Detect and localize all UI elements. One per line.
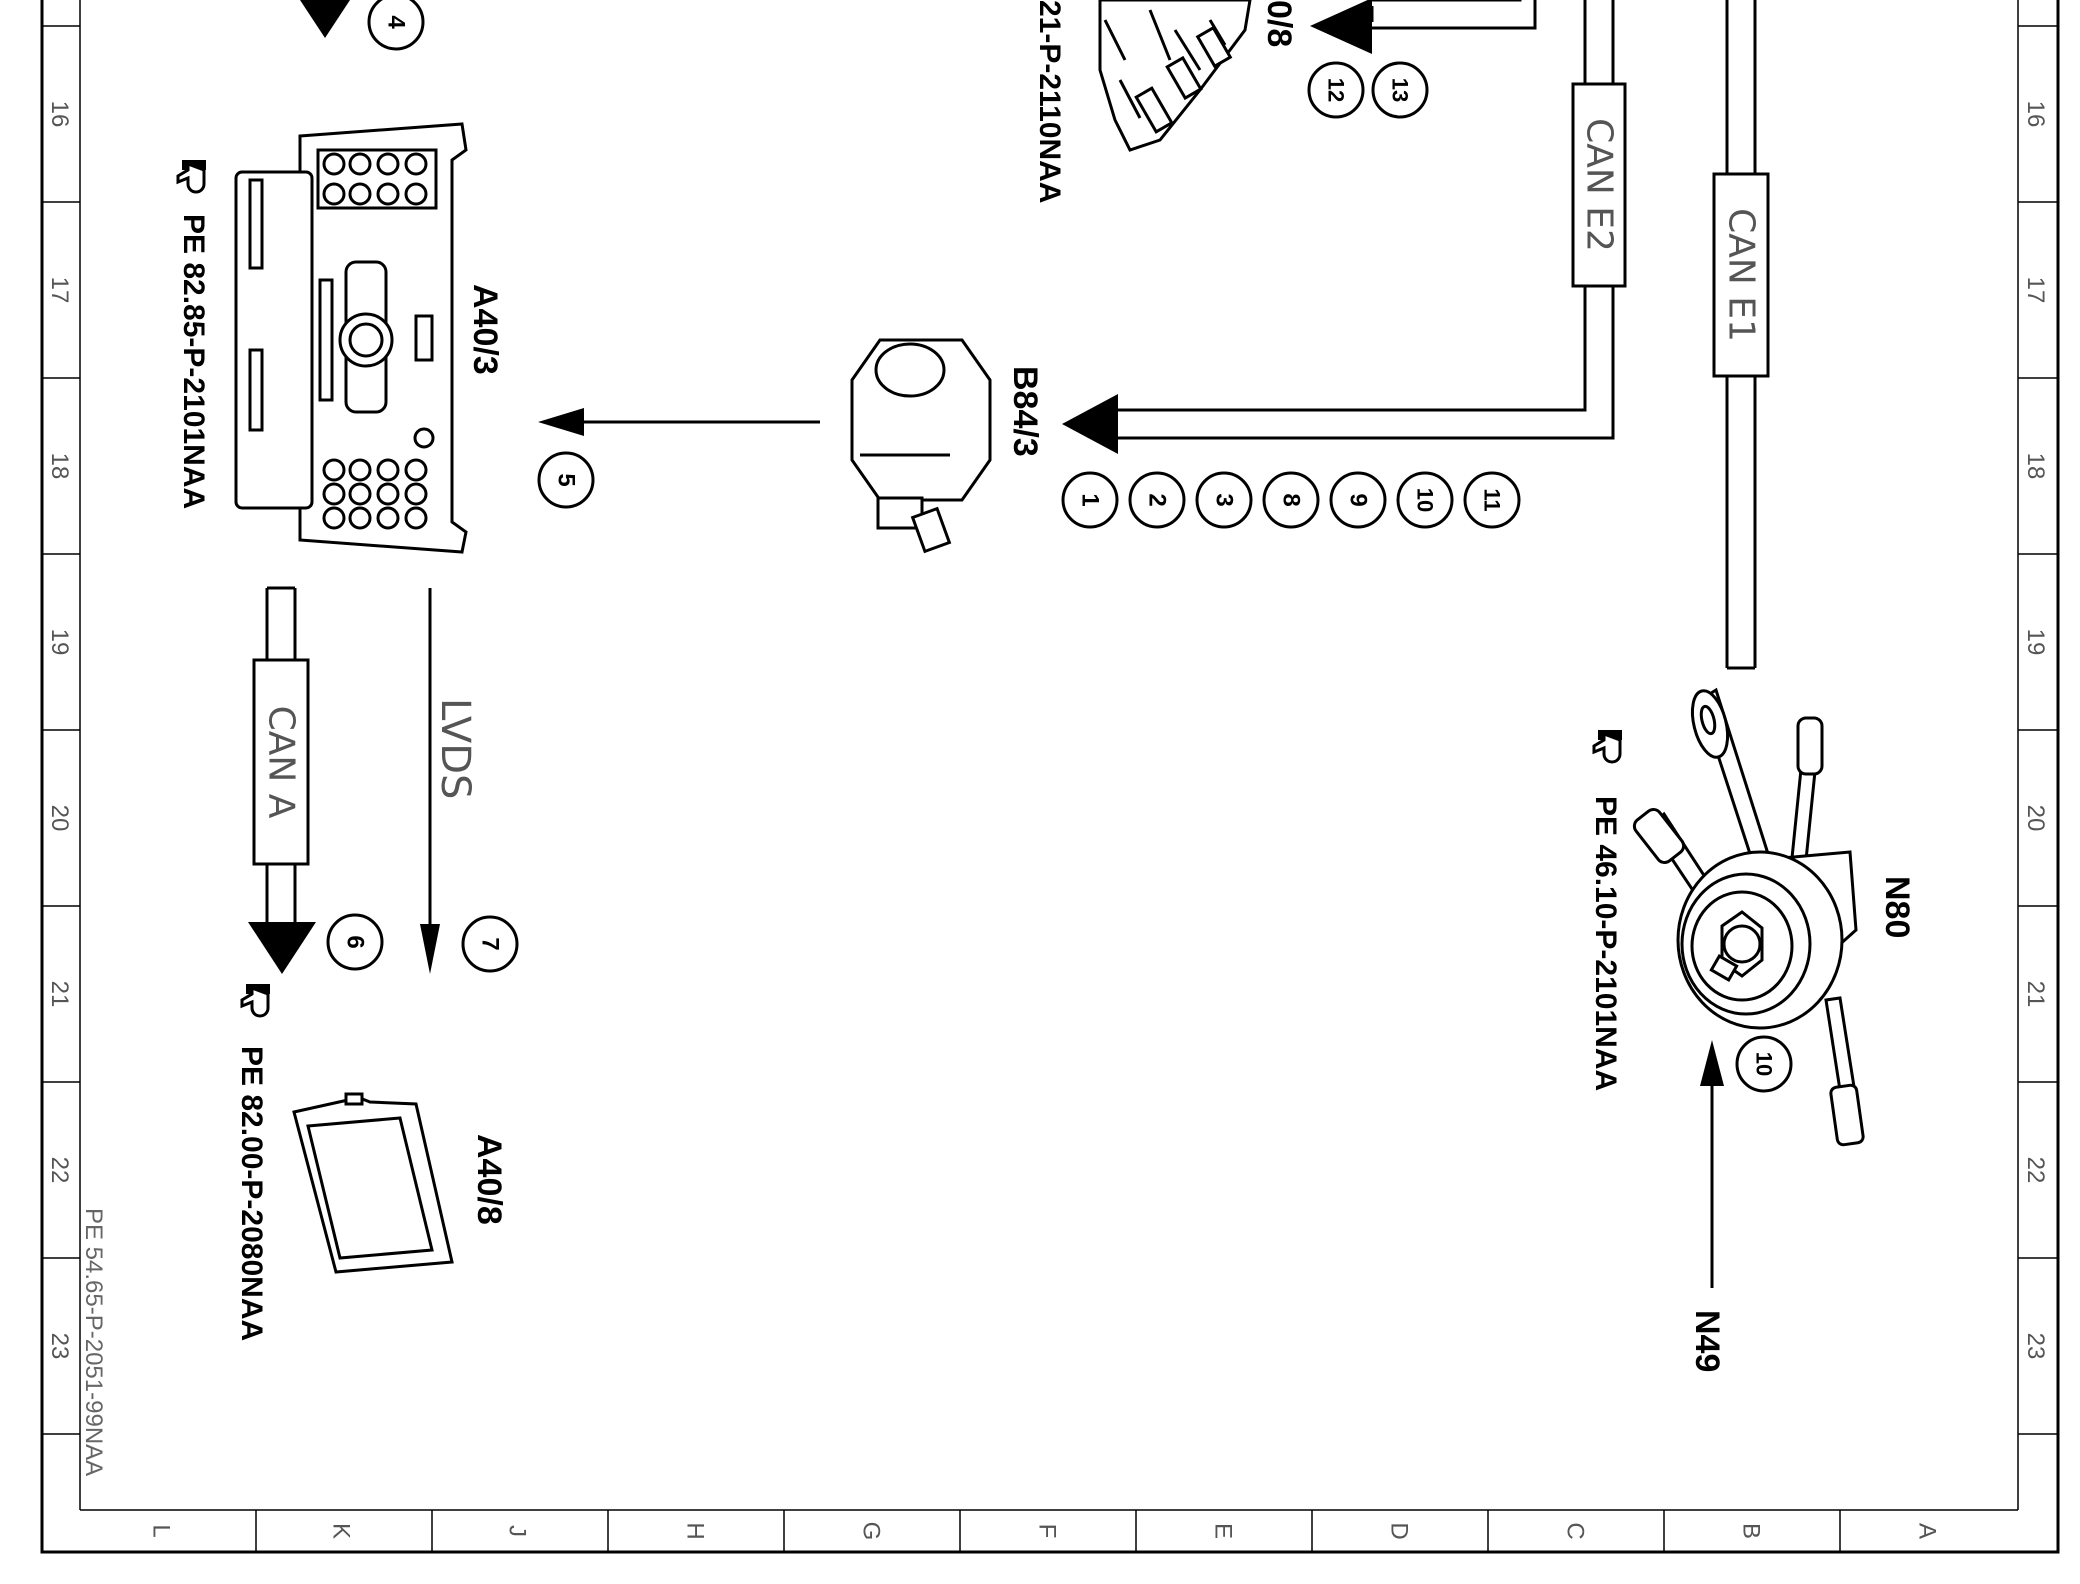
svg-text:1: 1	[1077, 493, 1104, 506]
callout-10-n80: 10	[1735, 1035, 1793, 1093]
svg-text:9: 9	[1345, 493, 1372, 506]
can-e2-label: CAN E2	[1571, 82, 1627, 288]
display-a40-8-icon	[292, 1092, 454, 1274]
svg-text:7: 7	[477, 937, 504, 950]
a40-3-reference: PE 82.85-P-2101NAA	[177, 214, 210, 509]
arrow-head-n49	[1700, 1040, 1724, 1086]
column-letter-f: F	[1034, 1524, 1061, 1539]
callout-9: 9	[1329, 471, 1387, 529]
a40-8-label: A40/8	[470, 1134, 508, 1225]
top-partial-connector-icon	[1098, 0, 1252, 152]
svg-text:CAN E2: CAN E2	[1579, 118, 1620, 252]
svg-text:6: 6	[342, 935, 369, 948]
column-letter-j: J	[504, 1525, 531, 1537]
document-reference: PE 54.65-P-2051-99NAA	[80, 1208, 107, 1476]
callout-4: 4	[367, 0, 425, 51]
svg-text:CAN E1: CAN E1	[1721, 208, 1762, 342]
row-number-16-right: 16	[2022, 101, 2049, 128]
reference-hand-icon-a40-8	[240, 982, 272, 1018]
n49-label: N49	[1688, 1310, 1726, 1372]
row-number-18-right: 18	[2022, 453, 2049, 480]
column-letter-b: B	[1738, 1523, 1765, 1539]
can-a-label: CAN A	[252, 658, 310, 866]
callout-7: 7	[461, 915, 519, 973]
camera-b84-3-icon	[850, 338, 992, 554]
row-number-17: 17	[46, 277, 73, 304]
lvds-label: LVDS	[432, 698, 478, 799]
steering-column-module-n80-icon	[1632, 687, 1865, 1147]
row-number-19-right: 19	[2022, 629, 2049, 656]
column-letter-h: H	[682, 1522, 709, 1539]
column-letter-l: L	[148, 1524, 175, 1537]
svg-text:12: 12	[1324, 78, 1349, 102]
column-letter-k: K	[328, 1523, 355, 1539]
reference-hand-icon-a40-3	[176, 158, 208, 194]
column-letters: L K J H G F E D C B A	[148, 1522, 1941, 1541]
callout-5: 5	[537, 451, 595, 509]
callout-3: 3	[1195, 471, 1253, 529]
can-a-bus	[265, 586, 297, 924]
row-numbers: 16 16 17 17 18 18 19 19 20 20 21 21 22 2…	[46, 101, 2049, 1360]
arrow-head-lvds	[420, 924, 440, 974]
column-letter-a: A	[1914, 1523, 1941, 1539]
column-letter-g: G	[858, 1522, 885, 1541]
can-e2-bus	[1118, 0, 1615, 440]
svg-text:4: 4	[383, 15, 410, 29]
column-letter-c: C	[1562, 1522, 1589, 1539]
head-unit-a40-3-icon	[234, 122, 468, 554]
row-number-18: 18	[46, 453, 73, 480]
arrow-head-top-left	[300, 0, 350, 38]
row-number-22: 22	[46, 1157, 73, 1184]
callout-13: 13	[1371, 61, 1429, 119]
svg-text:8: 8	[1278, 493, 1305, 506]
arrow-head-a40-3	[538, 408, 584, 436]
callout-2: 2	[1128, 471, 1186, 529]
callout-1: 1	[1061, 471, 1119, 529]
top-wire	[1370, 0, 1537, 30]
row-number-23: 23	[46, 1333, 73, 1360]
arrow-head-b84-3	[1062, 394, 1118, 454]
callout-8: 8	[1262, 471, 1320, 529]
svg-text:5: 5	[553, 473, 580, 486]
can-e1-label: CAN E1	[1712, 172, 1770, 378]
svg-text:3: 3	[1211, 493, 1238, 506]
column-letter-e: E	[1210, 1523, 1237, 1539]
callout-6: 6	[326, 913, 384, 971]
svg-text:11: 11	[1480, 488, 1505, 511]
a40-8-reference: PE 82.00-P-2080NAA	[235, 1046, 268, 1341]
row-number-20: 20	[46, 805, 73, 832]
n80-reference: PE 46.10-P-2101NAA	[1589, 796, 1622, 1091]
n80-label: N80	[1878, 876, 1916, 938]
svg-text:2: 2	[1144, 493, 1171, 506]
b84-3-label: B84/3	[1006, 366, 1044, 457]
callout-11: 11	[1463, 471, 1521, 529]
row-number-16: 16	[46, 101, 73, 128]
can-e1-bus	[1725, 0, 1757, 670]
svg-text:13: 13	[1388, 78, 1413, 102]
arrow-head-top	[1310, 0, 1372, 54]
row-number-21: 21	[46, 981, 73, 1008]
reference-hand-icon-n80	[1592, 728, 1624, 764]
callout-12: 12	[1307, 61, 1365, 119]
row-number-20-right: 20	[2022, 805, 2049, 832]
row-number-17-right: 17	[2022, 277, 2049, 304]
svg-text:CAN A: CAN A	[261, 706, 302, 819]
svg-text:10: 10	[1752, 1052, 1777, 1076]
top-partial-component-label: 21-P-2110NAA	[1033, 0, 1066, 203]
arrow-head-can-a	[248, 922, 316, 974]
svg-text:10: 10	[1413, 488, 1438, 512]
row-number-21-right: 21	[2022, 981, 2049, 1008]
row-number-19: 19	[46, 629, 73, 656]
top-partial-component-id: 0/8	[1260, 0, 1298, 47]
column-letter-d: D	[1386, 1522, 1413, 1539]
a40-3-label: A40/3	[466, 284, 504, 375]
row-number-23-right: 23	[2022, 1333, 2049, 1360]
drawing-frame	[40, 0, 2060, 1554]
row-number-22-right: 22	[2022, 1157, 2049, 1184]
callout-10: 10	[1396, 471, 1454, 529]
